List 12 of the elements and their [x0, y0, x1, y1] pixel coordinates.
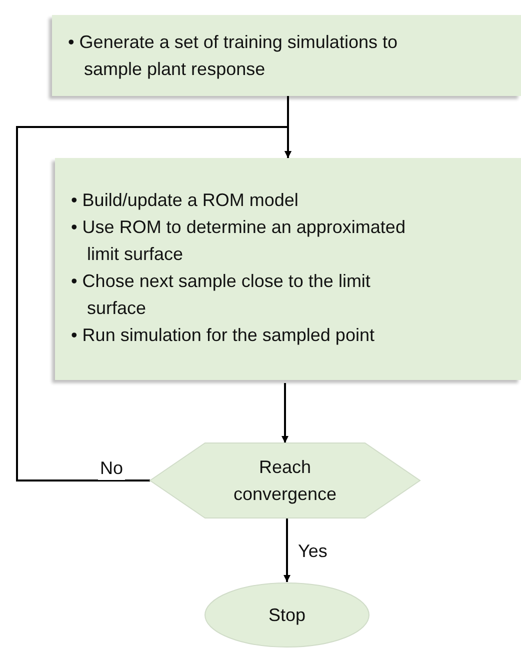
- arrow: [284, 518, 290, 582]
- bullet-text: • Chose next sample close to the limit surface: [71, 270, 372, 320]
- bullet-text: • Build/update a ROM model: [71, 189, 300, 212]
- bullet-text: • Run simulation for the sampled point: [71, 324, 376, 347]
- node-text: Stop: [268, 604, 306, 627]
- process-box: [52, 15, 521, 96]
- process-box: [55, 158, 521, 380]
- bullet-text: • Use ROM to determine an approximated limit surface: [71, 216, 406, 266]
- node-text: Reach convergence: [232, 456, 338, 506]
- arrow: [282, 383, 288, 443]
- arrow: [16, 126, 292, 482]
- bullet-text: • Generate a set of training simulations to sample plant response: [68, 30, 398, 81]
